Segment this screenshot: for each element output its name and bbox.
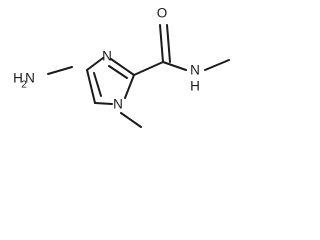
bond-c5-c4 [86, 69, 96, 104]
bond-amino-c4 [47, 66, 73, 75]
carbonyl-o-label: O [157, 6, 168, 21]
bond-c5-c4-double [93, 72, 102, 97]
amine-n-label: N [25, 71, 35, 86]
atom-labels: H N 2 N N O N H [13, 6, 200, 112]
bond-n1-c5 [94, 102, 113, 105]
bond-carbonyl-o-double [166, 24, 171, 63]
molecular-structure-diagram: H N 2 N N O N H [13, 6, 230, 128]
amine-h2-subscript: 2 [21, 80, 27, 91]
bonds [47, 24, 230, 128]
bond-carbonyl-o [159, 24, 164, 63]
ring-n3-label: N [102, 49, 112, 64]
ring-n1-label: N [113, 97, 123, 112]
amide-h-label: H [190, 79, 200, 94]
amide-n-label: N [190, 63, 200, 78]
bond-c2-n1 [124, 74, 135, 99]
bond-c2-carbonyl [133, 61, 164, 76]
bond-amide-methyl [204, 59, 230, 71]
bond-c4-n3 [86, 57, 104, 71]
bond-n3-c2-double [108, 65, 128, 79]
bond-n1-methyl [120, 112, 142, 128]
bond-n3-c2 [110, 58, 135, 76]
amine-h-label: H [13, 71, 23, 86]
bond-carbonyl-amide-n [162, 61, 187, 71]
